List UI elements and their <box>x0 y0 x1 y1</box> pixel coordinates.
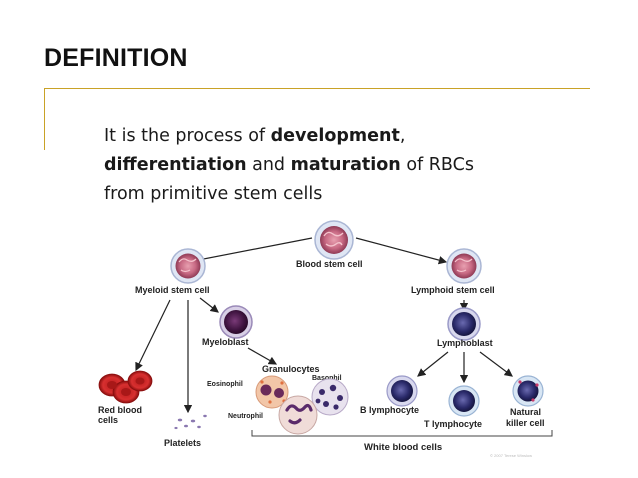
lymphoblast-icon <box>447 307 481 341</box>
arrow-to-rbc <box>135 299 171 372</box>
text-line-3: from primitive stem cells <box>104 184 323 204</box>
arrow-to-natural-killer <box>479 351 513 377</box>
myeloid-stem-cell-icon <box>170 248 206 284</box>
eosinophil-icon <box>255 375 289 409</box>
platelets-icon <box>174 414 207 430</box>
t-lymphocyte-icon <box>448 385 480 417</box>
text-part-3: and <box>246 155 291 175</box>
definition-text: It is the process of development, differ… <box>104 122 574 209</box>
arrow-to-lymphoid <box>355 237 448 265</box>
lymphoid-stem-cell-icon <box>446 248 482 284</box>
text-development: development <box>270 126 400 146</box>
label-lymphoid-stem-cell: Lymphoid stem cell <box>411 285 495 295</box>
label-natural-killer: Natural <box>510 407 541 417</box>
label-t-lymphocyte: T lymphocyte <box>424 419 482 429</box>
neutrophil-icon <box>278 395 318 435</box>
label-b-lymphocyte: B lymphocyte <box>360 405 419 415</box>
text-maturation: maturation <box>290 155 401 175</box>
arrow-to-myeloid <box>186 237 313 265</box>
myeloblast-icon <box>219 305 253 339</box>
natural-killer-cell-icon <box>512 375 544 407</box>
b-lymphocyte-icon <box>386 375 418 407</box>
text-differentiation: differentiation <box>104 155 247 175</box>
arrow-to-myeloblast <box>199 297 219 313</box>
label-white-blood-cells: White blood cells <box>364 442 442 453</box>
title-side-rule <box>44 88 45 150</box>
label-red-blood-cells-2: cells <box>98 415 118 425</box>
label-red-blood-cells: Red blood <box>98 405 142 415</box>
arrow-to-granulocytes <box>247 347 278 365</box>
basophil-icon <box>311 378 349 416</box>
label-granulocytes: Granulocytes <box>262 364 320 374</box>
label-natural-killer-2: killer cell <box>506 418 545 428</box>
text-part-1: It is the process of <box>104 126 271 146</box>
arrow-to-b-lymphocyte <box>417 351 449 377</box>
red-blood-cells-icon <box>98 370 153 404</box>
slide-title: DEFINITION <box>44 44 188 72</box>
white-blood-cells-bracket <box>251 430 553 437</box>
title-underline <box>44 88 590 89</box>
label-eosinophil: Eosinophil <box>207 381 243 388</box>
label-neutrophil: Neutrophil <box>228 413 263 420</box>
text-part-4: of RBCs <box>400 155 474 175</box>
label-blood-stem-cell: Blood stem cell <box>296 259 363 269</box>
label-platelets: Platelets <box>164 438 201 448</box>
label-lymphoblast: Lymphoblast <box>437 338 493 348</box>
label-basophil: Basophil <box>312 375 342 382</box>
label-myeloid-stem-cell: Myeloid stem cell <box>135 285 210 295</box>
label-myeloblast: Myeloblast <box>202 337 249 347</box>
blood-stem-cell-icon <box>314 220 354 260</box>
copyright-notice: © 2007 Terese Winslow <box>490 453 532 458</box>
text-part-2: , <box>399 126 406 146</box>
